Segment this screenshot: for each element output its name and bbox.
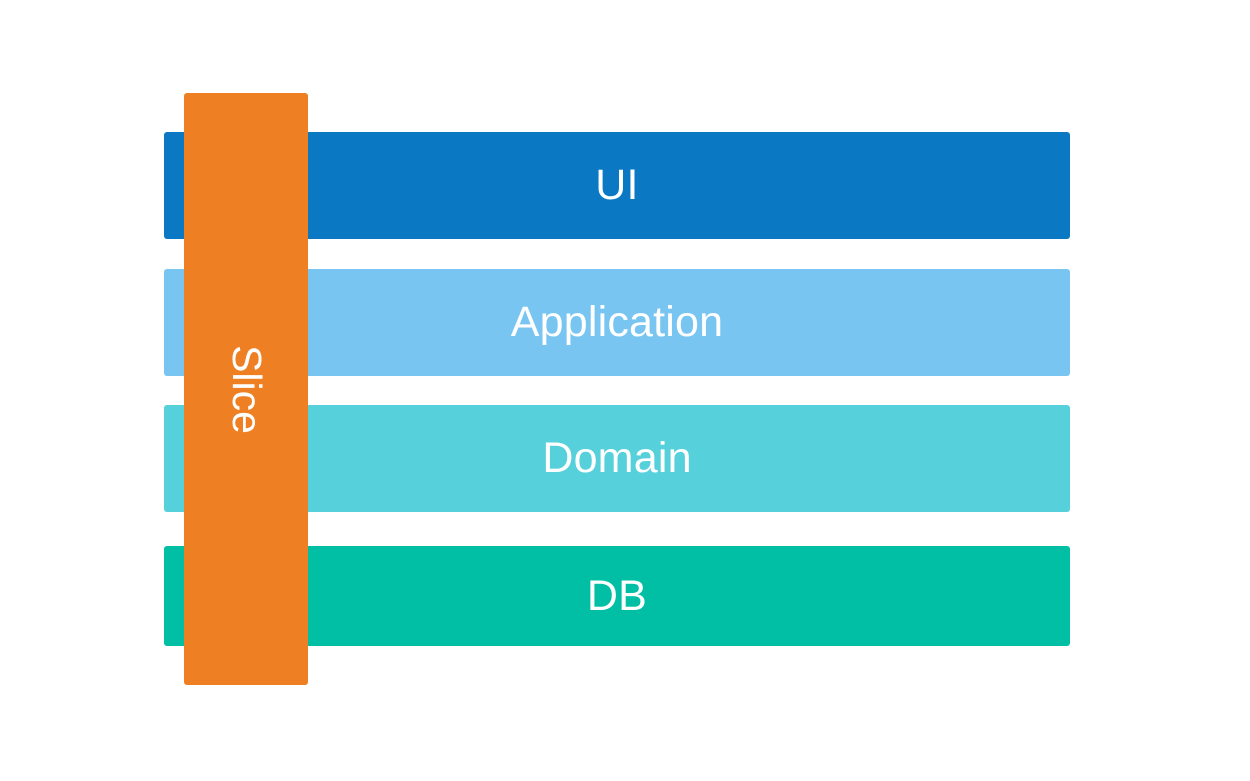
layer-label-domain: Domain: [542, 434, 692, 482]
layer-label-db: DB: [586, 571, 648, 620]
layer-bar-application: Application: [164, 269, 1070, 376]
layer-label-application: Application: [510, 298, 724, 346]
vertical-slice-bar: Slice: [184, 93, 308, 685]
vertical-slice-label: Slice: [223, 344, 270, 434]
layer-bar-ui: UI: [164, 132, 1070, 239]
layer-label-ui: UI: [595, 161, 639, 209]
layer-bar-db: DB: [164, 546, 1070, 646]
layer-bar-domain: Domain: [164, 405, 1070, 512]
